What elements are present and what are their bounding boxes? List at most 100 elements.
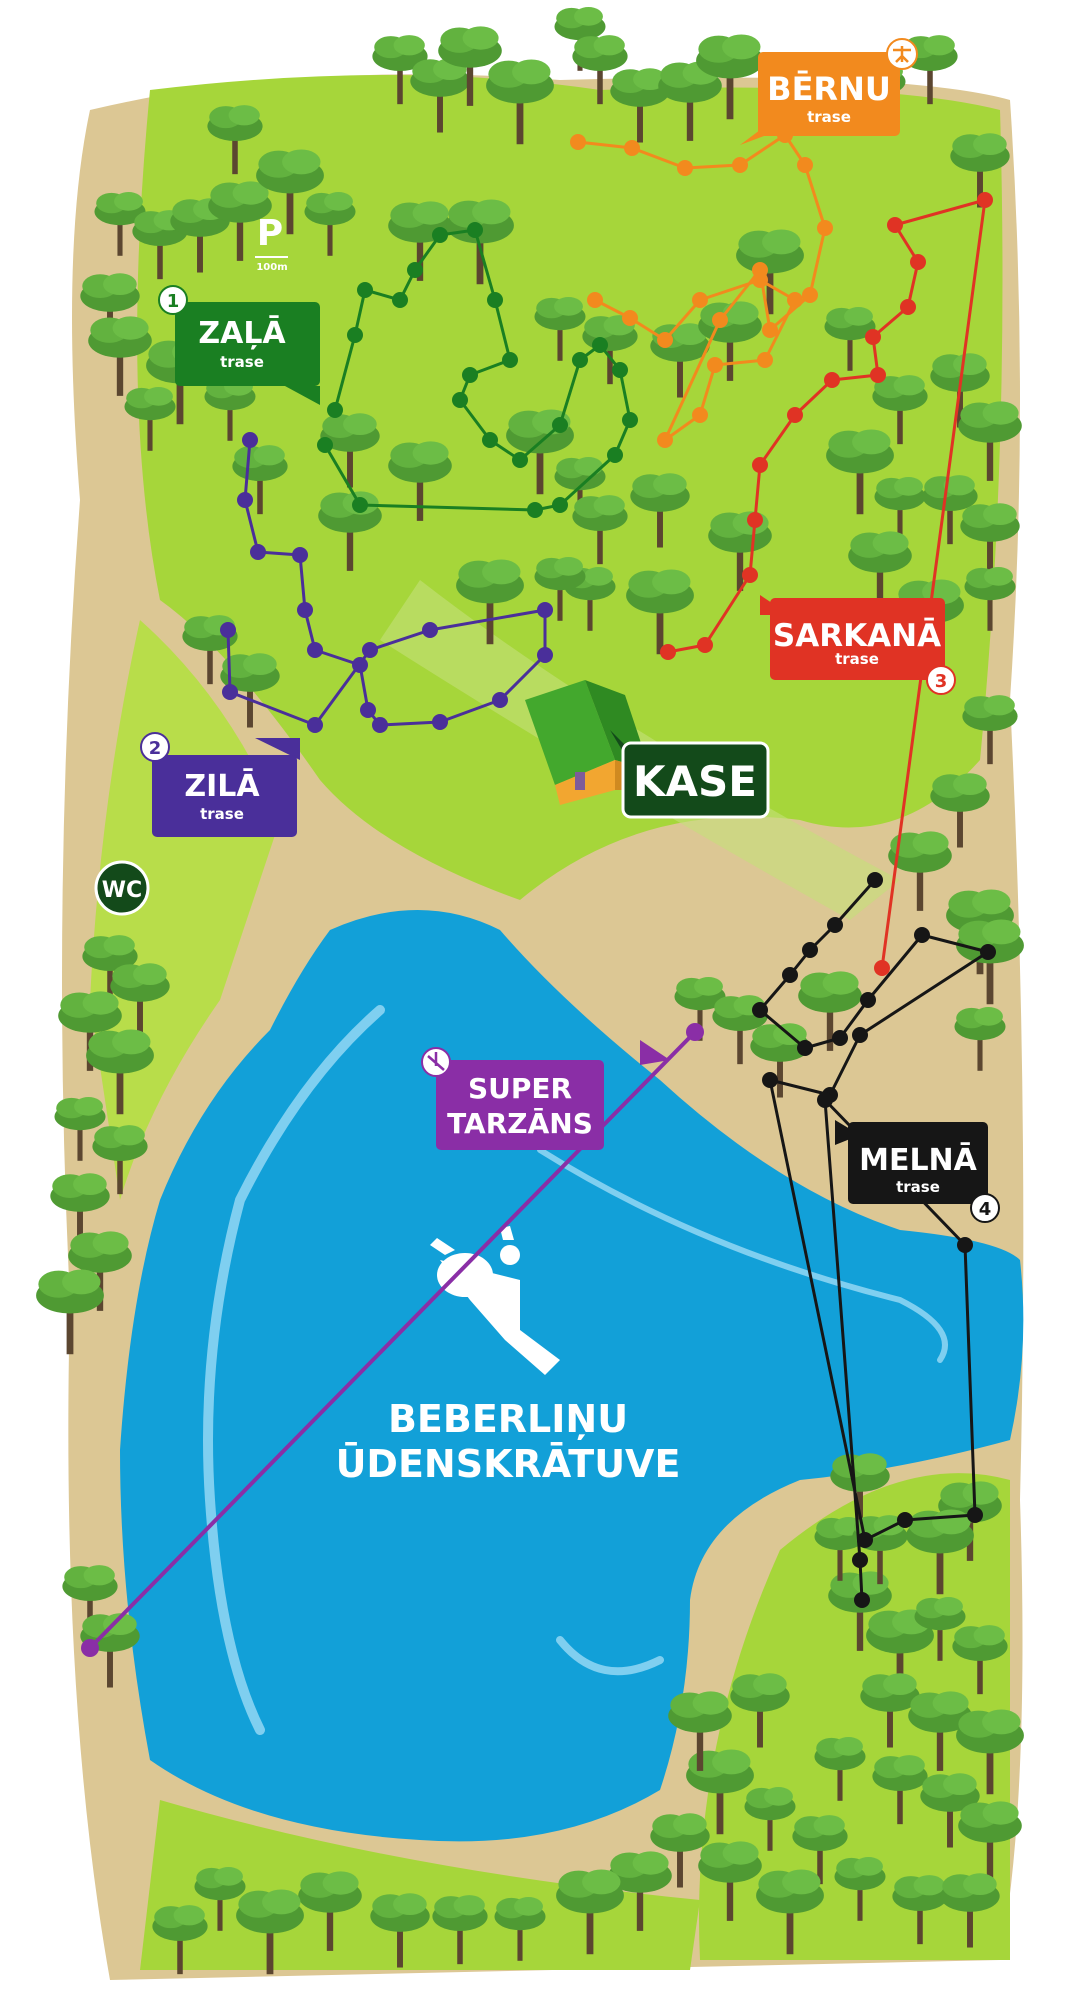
route-platform	[607, 447, 623, 463]
tree-icon	[534, 297, 586, 361]
forest	[36, 7, 1024, 1975]
route-path-sarkana[interactable]	[660, 192, 993, 976]
route-label-zala-name: ZAĻĀ	[198, 315, 286, 351]
tree-icon	[824, 307, 876, 371]
tree-icon	[964, 567, 1016, 631]
route-label-bernu-name: BĒRNU	[767, 70, 891, 108]
route-platform	[852, 1552, 868, 1568]
tree-icon	[88, 316, 152, 396]
tree-icon	[62, 1565, 118, 1635]
tree-icon	[920, 1773, 980, 1848]
route-platform	[297, 602, 313, 618]
route-platform	[742, 567, 758, 583]
route-label-sarkana[interactable]: SARKANĀ trase	[760, 595, 945, 680]
route-platform	[817, 1092, 833, 1108]
parking-distance: 100m	[256, 262, 287, 273]
route-label-super-tarzans[interactable]: SUPER TARZĀNS	[421, 1040, 670, 1150]
tree-icon	[962, 695, 1018, 765]
route-platform	[570, 134, 586, 150]
tree-icon	[207, 105, 263, 175]
route-platform	[802, 287, 818, 303]
route-platform	[752, 1002, 768, 1018]
tree-icon	[958, 401, 1022, 481]
route-platform	[622, 310, 638, 326]
tree-icon	[320, 413, 380, 488]
parking-sign[interactable]: P 100m	[255, 213, 288, 273]
tree-icon	[892, 1875, 948, 1945]
tree-icon	[730, 1673, 790, 1748]
route-label-zila[interactable]: ZILĀ trase	[152, 738, 300, 837]
route-platform	[222, 684, 238, 700]
route-platform	[422, 622, 438, 638]
route-platform	[732, 157, 748, 173]
lake	[120, 910, 1024, 1842]
route-platform	[622, 412, 638, 428]
route-platform	[852, 1027, 868, 1043]
tree-icon	[608, 1851, 672, 1931]
tree-icon	[952, 1625, 1008, 1695]
route-platform	[250, 544, 266, 560]
kase-label[interactable]: KASE	[610, 730, 770, 819]
route-platform	[292, 547, 308, 563]
tree-icon	[86, 1029, 154, 1115]
tree-icon	[798, 971, 862, 1051]
wc-badge[interactable]: WC	[94, 860, 150, 916]
tree-icon	[658, 61, 722, 141]
route-platform	[677, 160, 693, 176]
route-path-zala[interactable]	[317, 222, 638, 518]
tree-icon	[650, 1813, 710, 1888]
tarzans-name-line1: SUPER	[468, 1072, 572, 1105]
tree-icon	[626, 569, 694, 655]
route-path-zila[interactable]	[220, 432, 553, 733]
zipline-rider-icon	[430, 1226, 560, 1375]
route-platform	[237, 492, 253, 508]
route-platform	[900, 299, 916, 315]
route-label-bernu[interactable]: BĒRNU trase	[740, 38, 918, 145]
route-label-zala[interactable]: ZAĻĀ trase	[175, 302, 320, 405]
tree-icon	[208, 181, 272, 261]
route-path-melna[interactable]	[752, 872, 996, 1608]
tree-icon	[82, 935, 138, 1005]
route-platform	[482, 432, 498, 448]
tree-icon	[94, 192, 146, 256]
route-platform	[697, 637, 713, 653]
tree-icon	[534, 557, 586, 621]
route-platform	[977, 192, 993, 208]
tree-icon	[92, 1125, 148, 1195]
route-platform	[747, 512, 763, 528]
route-path-bernu[interactable]	[570, 127, 833, 448]
tree-icon	[36, 1269, 104, 1355]
tree-icon	[438, 26, 502, 106]
route-platform	[352, 497, 368, 513]
route-platform	[657, 432, 673, 448]
route-platform	[762, 322, 778, 338]
route-platform	[757, 352, 773, 368]
route-label-melna[interactable]: MELNĀ trase	[835, 1120, 988, 1204]
route-platform	[762, 1072, 778, 1088]
lake-name: BEBERLIŅU ŪDENSKRĀTUVE	[336, 1397, 681, 1486]
route-number-4: 4	[979, 1199, 992, 1220]
tree-icon	[906, 1509, 974, 1595]
route-platform	[957, 1237, 973, 1253]
tree-icon	[872, 1755, 928, 1825]
tarzans-name-line2: TARZĀNS	[447, 1107, 593, 1140]
tree-icon	[860, 1673, 920, 1748]
tree-icon	[866, 1609, 934, 1695]
lake-name-line2: ŪDENSKRĀTUVE	[336, 1442, 681, 1486]
tree-icon	[236, 1889, 304, 1975]
route-platform	[797, 1040, 813, 1056]
parking-letter: P	[257, 213, 283, 254]
tree-icon	[888, 831, 952, 911]
route-number-4-badge: 4	[970, 1193, 1000, 1223]
lake-name-line1: BEBERLIŅU	[388, 1397, 628, 1441]
route-platform	[360, 702, 376, 718]
tree-icon	[486, 59, 554, 145]
route-platform	[914, 927, 930, 943]
tree-icon	[124, 387, 176, 451]
route-label-zala-sub: trase	[220, 353, 264, 371]
tree-icon	[388, 441, 452, 521]
wc-text: WC	[102, 878, 142, 903]
route-label-melna-sub: trase	[896, 1178, 940, 1196]
route-label-bernu-sub: trase	[807, 108, 851, 126]
